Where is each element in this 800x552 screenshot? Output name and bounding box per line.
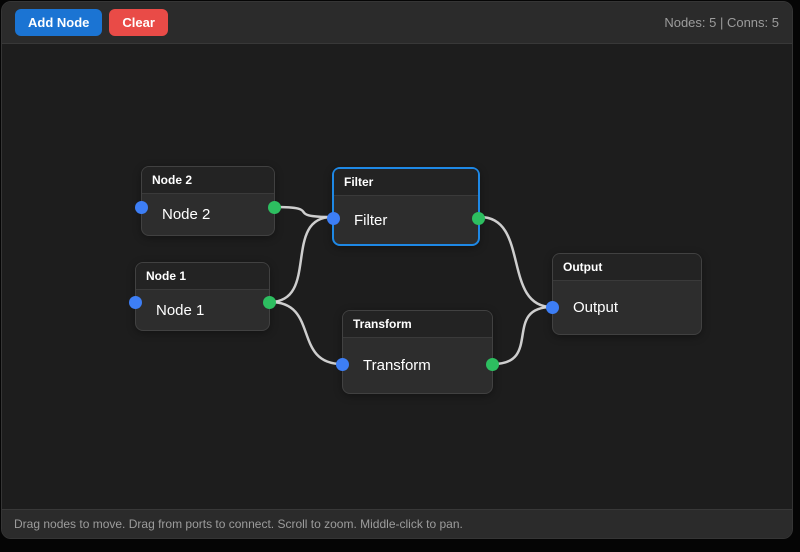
node-label: Output	[553, 281, 701, 334]
output-port[interactable]	[472, 212, 485, 225]
node-node1[interactable]: Node 1Node 1	[135, 262, 270, 331]
status-hint: Drag nodes to move. Drag from ports to c…	[14, 517, 463, 531]
node-output[interactable]: OutputOutput	[552, 253, 702, 335]
input-port[interactable]	[327, 212, 340, 225]
connection-wire	[493, 307, 552, 364]
node-label: Node 1	[136, 290, 269, 330]
output-port[interactable]	[263, 296, 276, 309]
node-label: Filter	[334, 196, 478, 244]
add-node-button[interactable]: Add Node	[15, 9, 102, 36]
node-filter[interactable]: FilterFilter	[332, 167, 480, 246]
graph-stats: Nodes: 5 | Conns: 5	[664, 15, 779, 30]
connection-wire	[480, 217, 552, 307]
connection-wire	[275, 207, 332, 217]
node-title[interactable]: Filter	[334, 169, 478, 196]
node-title[interactable]: Node 2	[142, 167, 274, 194]
clear-button[interactable]: Clear	[109, 9, 168, 36]
node-title[interactable]: Node 1	[136, 263, 269, 290]
input-port[interactable]	[546, 301, 559, 314]
app-window: Add Node Clear Nodes: 5 | Conns: 5 Node …	[1, 1, 793, 539]
node-label: Node 2	[142, 194, 274, 235]
node-transform[interactable]: TransformTransform	[342, 310, 493, 394]
connection-wire	[270, 217, 332, 302]
status-bar: Drag nodes to move. Drag from ports to c…	[2, 509, 792, 538]
output-port[interactable]	[486, 358, 499, 371]
input-port[interactable]	[336, 358, 349, 371]
node-title[interactable]: Transform	[343, 311, 492, 338]
connection-wire	[270, 302, 342, 364]
toolbar: Add Node Clear Nodes: 5 | Conns: 5	[2, 2, 792, 44]
node-label: Transform	[343, 338, 492, 393]
input-port[interactable]	[135, 201, 148, 214]
node-title[interactable]: Output	[553, 254, 701, 281]
node-editor-canvas[interactable]: Node 2Node 2 FilterFilterNode 1Node 1 Tran…	[2, 44, 792, 509]
output-port[interactable]	[268, 201, 281, 214]
input-port[interactable]	[129, 296, 142, 309]
node-node2[interactable]: Node 2Node 2	[141, 166, 275, 236]
